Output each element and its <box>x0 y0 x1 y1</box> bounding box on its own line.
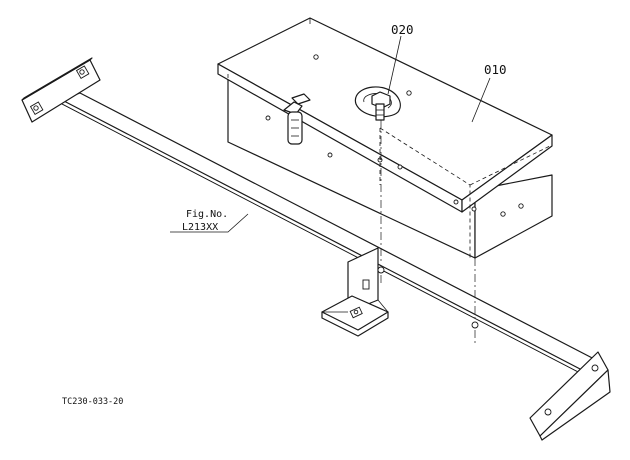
wing-bolt-020 <box>354 86 401 121</box>
left-end-plate <box>21 57 101 123</box>
axis-lines <box>377 120 479 345</box>
callout-020: 020 <box>391 22 414 37</box>
mounting-bracket <box>321 247 389 337</box>
figure-ref-number: L213XX <box>182 222 218 233</box>
callout-010: 010 <box>484 62 507 77</box>
right-end-plate <box>529 351 611 441</box>
drawing-code: TC230-033-20 <box>62 397 123 407</box>
toolbox-010 <box>217 17 553 259</box>
leader-lines <box>170 35 491 233</box>
figure-ref-label: Fig.No. <box>186 209 228 220</box>
latch-icon <box>283 93 311 145</box>
